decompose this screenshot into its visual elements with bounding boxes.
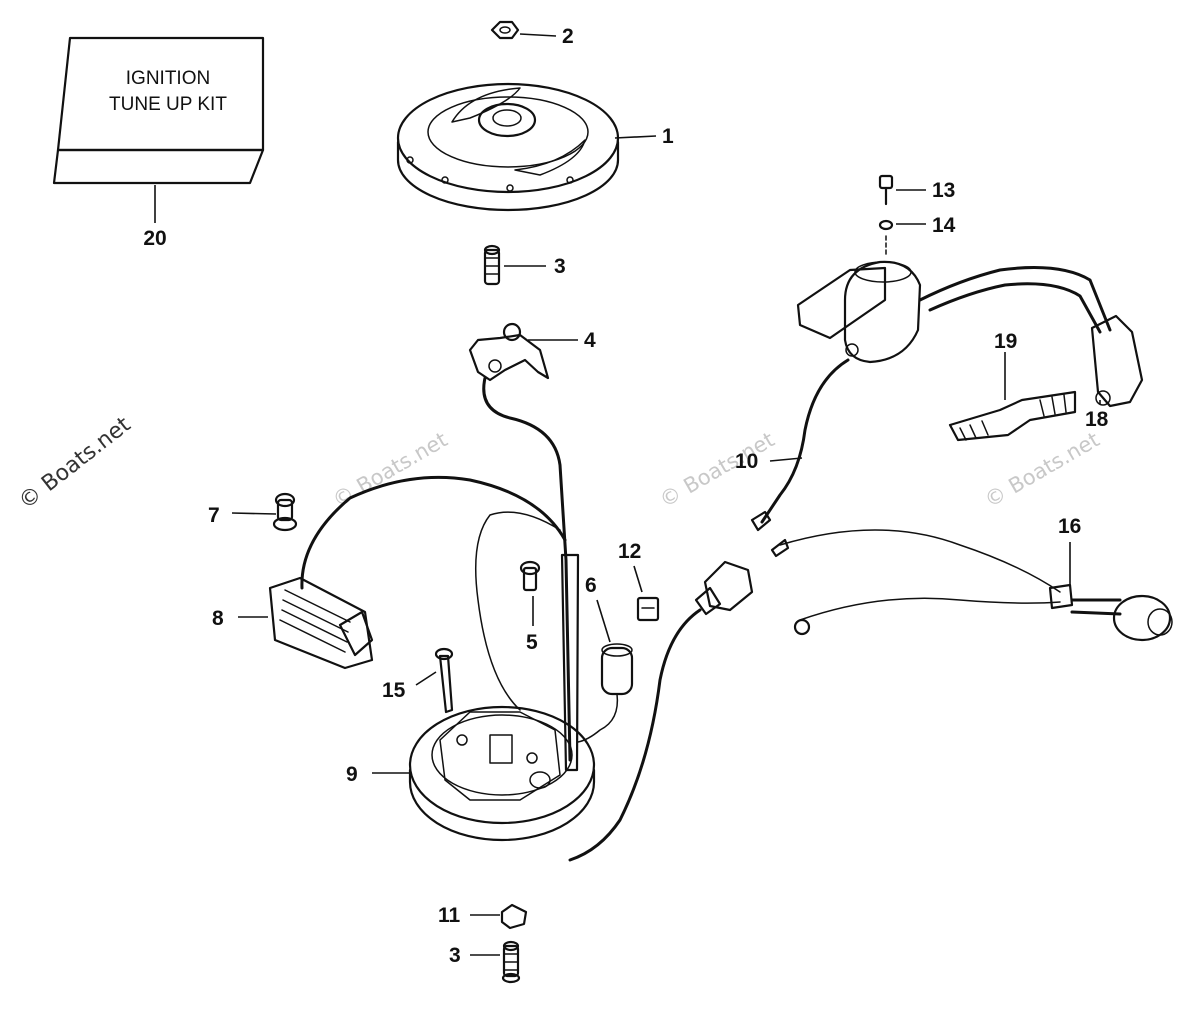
retainer-nut [470,903,528,930]
kit-label-line2: TUNE UP KIT [109,94,227,115]
condenser [577,599,634,743]
upper-screw [483,244,546,286]
coil-mount-screw [231,492,298,532]
callout-16: 16 [1058,515,1081,538]
callout-14: 14 [932,214,956,237]
plate-screw [519,560,541,626]
callout-2: 2 [562,25,574,48]
coil-washer [878,219,926,257]
stator-screw [415,647,454,714]
callout-3-lower: 3 [449,944,461,967]
side-watermark: © Boats.net [14,412,135,515]
armature-plate [372,705,596,842]
lower-screw [470,940,521,984]
wire-clip [633,565,660,622]
callout-3-upper: 3 [554,255,566,278]
callout-12: 12 [618,540,641,563]
flywheel [396,82,657,212]
callout-1: 1 [662,125,674,148]
callout-15: 15 [382,679,406,702]
coil-primary-lead [750,358,850,532]
tune-up-kit-box: IGNITION TUNE UP KIT [52,36,265,223]
breaker-points [468,322,578,382]
callout-8: 8 [212,607,224,630]
tile-watermark: © Boats.net [656,427,779,512]
spark-plug [948,352,1077,442]
callout-10: 10 [735,450,758,473]
callout-6: 6 [585,574,597,597]
callout-9: 9 [346,763,358,786]
flywheel-nut [490,20,557,40]
stop-switch-harness [770,529,1173,642]
tile-watermark: © Boats.net [981,427,1104,512]
callout-20: 20 [143,227,166,250]
coil-screw [878,174,926,206]
callout-5: 5 [526,631,538,654]
callout-11: 11 [438,904,461,927]
callout-13: 13 [932,179,955,202]
charging-coil [238,475,567,670]
callout-7: 7 [208,504,220,527]
kit-label-line1: IGNITION [126,68,210,89]
callout-4: 4 [584,329,596,352]
stator-wiring [474,376,580,772]
ignition-coil [796,260,1144,408]
callout-18: 18 [1085,408,1109,431]
stator-lead-connector [568,560,754,862]
callout-19: 19 [994,330,1017,353]
